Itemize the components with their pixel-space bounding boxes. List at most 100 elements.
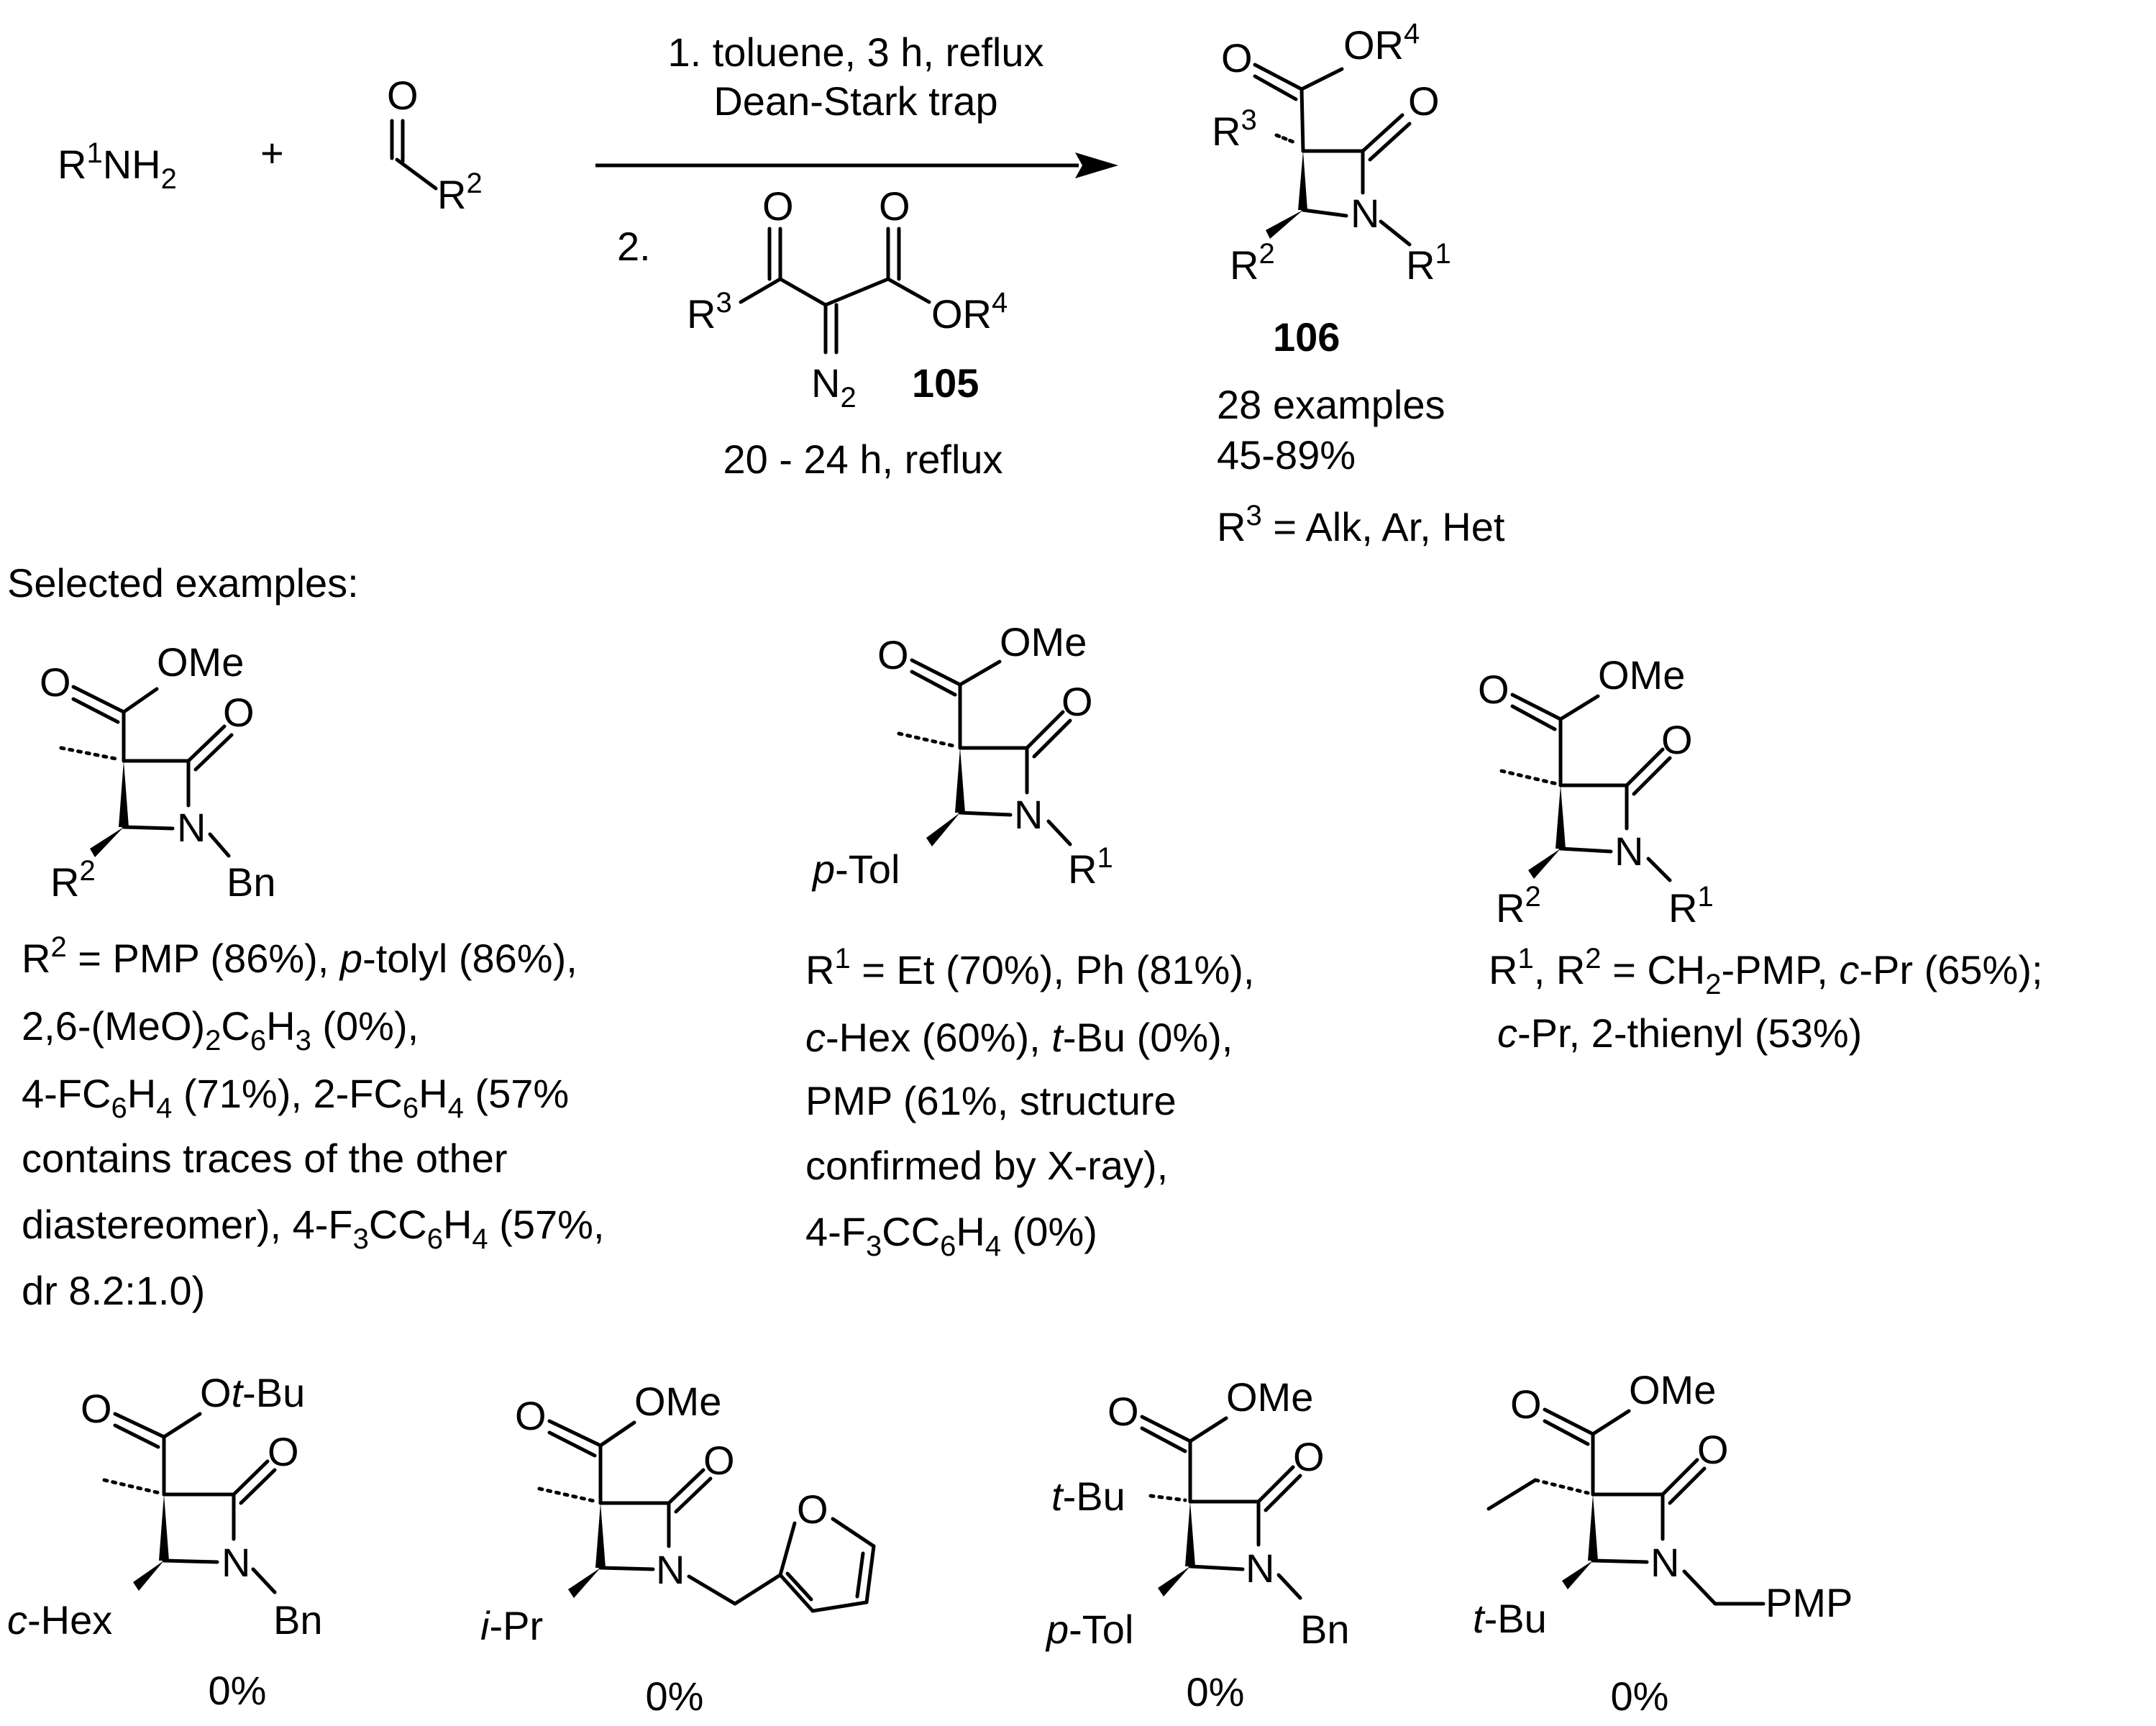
example-1-note: R2 = PMP (86%), p-tolyl (86%), 2,6-(MeO)… <box>22 931 605 1313</box>
svg-text:confirmed by X-ray),: confirmed by X-ray), <box>805 1143 1168 1188</box>
svg-text:Ot-Bu: Ot-Bu <box>200 1370 305 1415</box>
svg-text:Bn: Bn <box>273 1597 323 1643</box>
reaction-arrow <box>595 152 1118 178</box>
svg-text:t-Bu: t-Bu <box>1473 1596 1547 1641</box>
svg-text:OMe: OMe <box>1226 1374 1313 1420</box>
svg-text:c-Hex: c-Hex <box>7 1597 112 1643</box>
example-2-structure: O OMe O N p-Tol R1 <box>811 619 1113 892</box>
svg-text:c-Pr, 2-thienyl (53%): c-Pr, 2-thienyl (53%) <box>1497 1010 1862 1056</box>
svg-text:O: O <box>515 1393 547 1438</box>
svg-text:R2: R2 <box>1496 881 1541 931</box>
svg-text:O: O <box>81 1386 112 1431</box>
svg-text:N: N <box>1014 792 1043 837</box>
amine-reactant: R1NH2 <box>58 137 177 195</box>
example-7-yield: 0% <box>1611 1674 1669 1719</box>
svg-text:Bn: Bn <box>1300 1607 1350 1652</box>
product-106: O OR4 R3 O N R2 R1 106 <box>1212 18 1451 360</box>
svg-text:OMe: OMe <box>157 639 244 685</box>
svg-text:OMe: OMe <box>1629 1367 1716 1412</box>
example-4-structure: O Ot-Bu O N c-Hex Bn <box>7 1370 323 1643</box>
svg-text:R2: R2 <box>1230 238 1275 288</box>
svg-text:4-F3CC6H4 (0%): 4-F3CC6H4 (0%) <box>805 1209 1097 1262</box>
yield-range: 45-89% <box>1217 432 1356 478</box>
svg-text:R2: R2 <box>50 855 96 905</box>
svg-text:OR4: OR4 <box>931 287 1008 337</box>
svg-text:diastereomer), 4-F3CC6H4 (57%,: diastereomer), 4-F3CC6H4 (57%, <box>22 1202 605 1255</box>
examples-count: 28 examples <box>1217 382 1445 427</box>
condition-step2-number: 2. <box>617 224 651 269</box>
svg-text:OR4: OR4 <box>1343 18 1420 68</box>
svg-text:O: O <box>1510 1382 1542 1427</box>
svg-text:PMP (61%, structure: PMP (61%, structure <box>805 1078 1177 1123</box>
svg-text:t-Bu: t-Bu <box>1051 1474 1125 1519</box>
svg-text:O: O <box>703 1438 735 1483</box>
example-1-structure: O OMe O N R2 Bn <box>40 639 276 905</box>
svg-text:O: O <box>879 183 910 229</box>
svg-text:R3: R3 <box>1212 104 1257 154</box>
svg-text:N: N <box>1614 828 1643 874</box>
svg-text:R2 = PMP (86%), p-tolyl (86%),: R2 = PMP (86%), p-tolyl (86%), <box>22 931 577 981</box>
example-4-yield: 0% <box>209 1668 267 1713</box>
example-3-note: R1, R2 = CH2-PMP, c-Pr (65%); c-Pr, 2-th… <box>1489 943 2043 1056</box>
svg-text:O: O <box>1697 1427 1729 1472</box>
svg-text:N: N <box>221 1540 250 1585</box>
svg-text:O: O <box>1661 717 1693 762</box>
svg-text:O: O <box>1293 1434 1325 1479</box>
svg-text:N2: N2 <box>811 360 857 414</box>
condition-step1-line2: Dean-Stark trap <box>713 78 997 124</box>
svg-text:O: O <box>223 690 255 735</box>
svg-text:c-Hex (60%), t-Bu (0%),: c-Hex (60%), t-Bu (0%), <box>805 1015 1233 1060</box>
svg-text:O: O <box>40 659 71 705</box>
svg-text:i-Pr: i-Pr <box>480 1603 543 1648</box>
plus-sign: + <box>260 130 284 175</box>
svg-text:N: N <box>1246 1545 1274 1591</box>
svg-text:R1: R1 <box>1668 881 1714 931</box>
svg-text:4-FC6H4 (71%), 2-FC6H4 (57%: 4-FC6H4 (71%), 2-FC6H4 (57% <box>22 1071 569 1124</box>
svg-text:O: O <box>387 73 419 118</box>
svg-text:OMe: OMe <box>1000 619 1087 665</box>
svg-text:O: O <box>1107 1389 1139 1434</box>
svg-text:R1: R1 <box>1068 842 1113 892</box>
svg-text:O: O <box>797 1487 828 1532</box>
svg-text:2,6-(MeO)2C6H3 (0%),: 2,6-(MeO)2C6H3 (0%), <box>22 1003 419 1056</box>
svg-text:N: N <box>656 1547 685 1592</box>
svg-text:Bn: Bn <box>227 859 276 905</box>
svg-text:N: N <box>1351 191 1379 236</box>
aldehyde-reactant: O R2 <box>387 73 483 217</box>
compound-label-106: 106 <box>1273 314 1340 360</box>
condition-step2-time: 20 - 24 h, reflux <box>723 437 1002 482</box>
svg-text:PMP: PMP <box>1766 1580 1853 1625</box>
selected-examples-heading: Selected examples: <box>7 560 359 606</box>
svg-text:N: N <box>1650 1540 1679 1585</box>
example-5-structure: O OMe O N i-Pr O <box>480 1379 876 1648</box>
example-5-yield: 0% <box>646 1674 704 1719</box>
svg-text:R2: R2 <box>437 168 483 217</box>
svg-text:O: O <box>268 1429 299 1474</box>
svg-text:O: O <box>1478 667 1509 712</box>
example-6-structure: O OMe t-Bu O N p-Tol Bn <box>1045 1374 1350 1652</box>
svg-text:N: N <box>177 805 206 850</box>
example-6-yield: 0% <box>1187 1669 1245 1714</box>
svg-text:R1, R2 = CH2-PMP, c-Pr (65%);: R1, R2 = CH2-PMP, c-Pr (65%); <box>1489 943 2043 1000</box>
svg-text:p-Tol: p-Tol <box>811 846 900 892</box>
example-3-structure: O OMe O N R2 R1 <box>1478 652 1714 931</box>
svg-text:contains traces of the other: contains traces of the other <box>22 1136 508 1181</box>
r3-scope: R3 = Alk, Ar, Het <box>1217 500 1505 549</box>
svg-text:p-Tol: p-Tol <box>1045 1607 1133 1652</box>
example-7-structure: O OMe O N t-Bu PMP <box>1473 1367 1853 1641</box>
svg-text:O: O <box>1221 35 1253 81</box>
svg-text:dr 8.2:1.0): dr 8.2:1.0) <box>22 1268 205 1313</box>
svg-text:O: O <box>1408 78 1440 124</box>
svg-text:OMe: OMe <box>634 1379 721 1424</box>
svg-text:O: O <box>1061 679 1093 724</box>
svg-text:O: O <box>877 632 909 677</box>
svg-text:R1: R1 <box>1406 238 1451 288</box>
svg-text:R3: R3 <box>687 287 732 337</box>
svg-text:OMe: OMe <box>1598 652 1685 698</box>
condition-step1-line1: 1. toluene, 3 h, reflux <box>667 29 1043 75</box>
svg-text:R1NH2: R1NH2 <box>58 137 177 195</box>
example-2-note: R1 = Et (70%), Ph (81%), c-Hex (60%), t-… <box>805 943 1254 1262</box>
compound-label-105: 105 <box>912 360 979 406</box>
svg-text:R1 = Et (70%), Ph (81%),: R1 = Et (70%), Ph (81%), <box>805 943 1254 992</box>
